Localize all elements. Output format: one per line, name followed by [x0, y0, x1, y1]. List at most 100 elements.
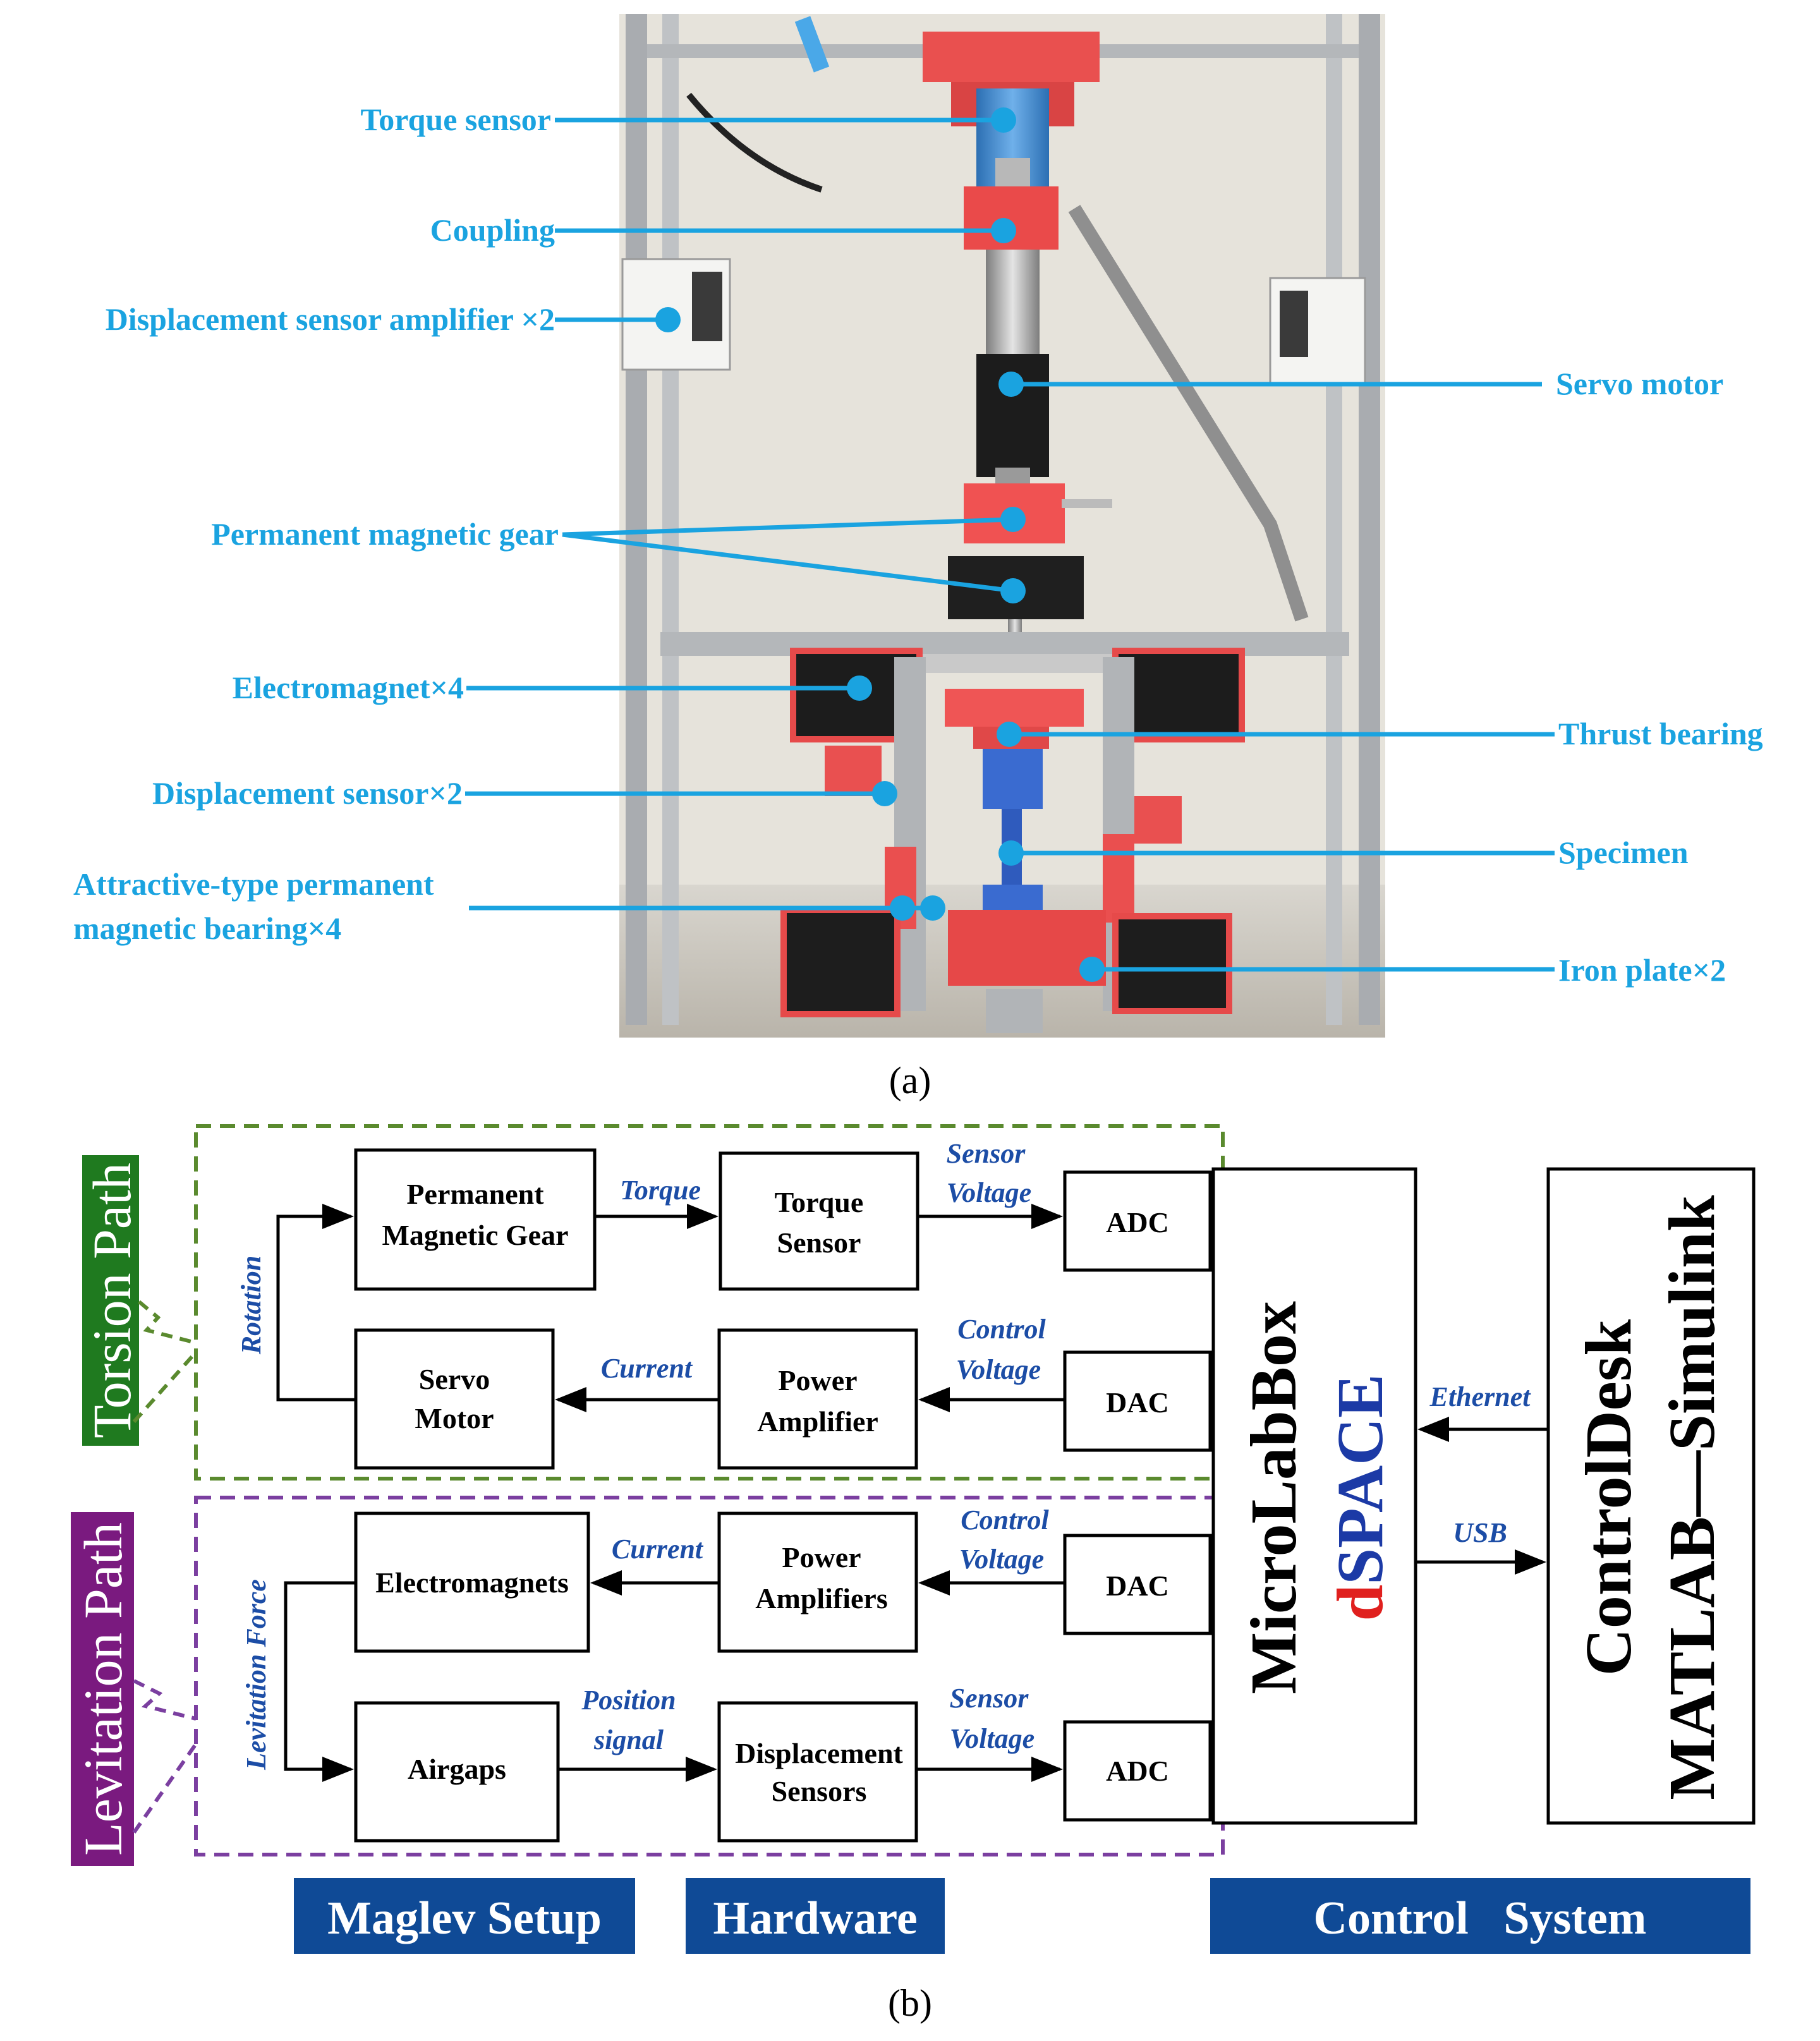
leader-gear-upper [562, 517, 1014, 537]
matlab-simulink-label: MATLAB—Simulink [1656, 1195, 1728, 1800]
signal-levitation-force: Levitation Force [241, 1579, 272, 1771]
signal-sensor-voltage-bottom-2: Voltage [950, 1723, 1034, 1754]
dot-magnetic-bearing-2 [920, 895, 945, 921]
diagram-arrows [276, 1204, 1548, 1782]
frame-post-right-inner [1326, 14, 1342, 1025]
torque-sensor-line2: Sensor [777, 1226, 861, 1259]
label-magnetic-bearing-line1: Attractive-type permanent [73, 866, 434, 902]
label-specimen: Specimen [1558, 835, 1689, 870]
signal-labels: Torque Sensor Voltage Rotation Current C… [236, 1138, 1531, 1771]
power-amplifiers-block [717, 1511, 918, 1653]
signal-control-voltage-top-1: Control [957, 1314, 1046, 1345]
specimen-grip-top [983, 749, 1043, 809]
dot-torque-sensor [991, 107, 1016, 133]
label-displacement-amplifier: Displacement sensor amplifier ×2 [106, 301, 555, 337]
electromagnet-right [1112, 648, 1245, 742]
adc-top-label: ADC [1106, 1206, 1169, 1239]
dspace-rest: SPACE [1324, 1374, 1397, 1584]
torque-sensor-label [995, 158, 1030, 186]
displacement-sensors-line1: Displacement [735, 1737, 903, 1769]
torque-sensor-line1: Torque [775, 1186, 864, 1218]
levitation-label-bg [71, 1512, 134, 1866]
label-magnetic-bearing-line2: magnetic bearing×4 [73, 911, 341, 946]
dac-top-block [1063, 1350, 1212, 1452]
electromagnets-label: Electromagnets [375, 1566, 569, 1599]
blue-tape [794, 16, 830, 73]
label-torque-sensor: Torque sensor [361, 102, 551, 137]
signal-position-1: Position [581, 1685, 676, 1716]
band-control: Control System [1314, 1893, 1647, 1944]
iron-plate-right [1112, 913, 1232, 1014]
callout-labels: Torque sensor Coupling Displacement sens… [73, 102, 1763, 988]
microlabbox-block [1211, 1167, 1417, 1825]
arrow-rotation [276, 1204, 356, 1402]
band-hardware-bg [686, 1878, 945, 1954]
caption-b: (b) [888, 1982, 932, 2024]
airgaps-label: Airgaps [408, 1753, 506, 1785]
frame-post-left-outer [626, 14, 647, 1025]
pmg-line1: Permanent [406, 1178, 544, 1210]
power-amplifiers-line1: Power [782, 1541, 861, 1573]
thrust-bearing-body [945, 689, 1084, 727]
levitation-connector [133, 1679, 197, 1721]
levitation-path-label: Levitation Path [73, 1522, 133, 1856]
signal-sensor-voltage-top-2: Voltage [947, 1177, 1031, 1208]
top-mount [923, 32, 1100, 82]
torque-sensor-block [719, 1151, 919, 1291]
controldesk-label: ControlDesk [1572, 1319, 1645, 1676]
signal-control-voltage-bottom-2: Voltage [959, 1544, 1044, 1575]
dac-bottom-block [1063, 1534, 1212, 1635]
dac-bottom-label: DAC [1106, 1570, 1169, 1602]
pmg-block [354, 1148, 597, 1291]
frame-post-left-inner [662, 14, 679, 1025]
callout-dots [655, 107, 1105, 982]
gear-upper-pin [1062, 499, 1112, 508]
arrow-levitation-force [284, 1581, 356, 1782]
electromagnets-block [354, 1511, 590, 1653]
signal-control-voltage-top-2: Voltage [956, 1354, 1041, 1385]
label-thrust-bearing: Thrust bearing [1558, 716, 1763, 751]
label-permanent-magnetic-gear: Permanent magnetic gear [211, 516, 559, 552]
diagram-blocks [354, 1148, 1756, 1843]
label-electromagnet: Electromagnet×4 [233, 670, 464, 705]
power-amplifier-line2: Amplifier [757, 1405, 878, 1438]
dot-iron-plate [1079, 957, 1105, 982]
microlabbox-label: MicroLabBox [1237, 1301, 1310, 1694]
displacement-sensor-left [825, 746, 882, 796]
pm-bearing-right [1103, 834, 1134, 923]
dot-coupling [991, 218, 1016, 243]
servo-motor-block [354, 1328, 555, 1470]
base-block [948, 910, 1106, 986]
displacement-sensor-right [1131, 796, 1182, 844]
leader-gear-lower [562, 532, 1014, 593]
label-coupling: Coupling [430, 212, 555, 248]
amplifier-display-right [1280, 291, 1308, 357]
electromagnet-bridge [923, 654, 1112, 673]
servo-motor-flange [995, 468, 1030, 483]
servo-motor-line1: Servo [419, 1363, 490, 1395]
torsion-path-label: Torsion Path [82, 1163, 142, 1438]
label-servo-motor: Servo motor [1556, 366, 1723, 401]
dspace-label: dSPACE [1324, 1374, 1397, 1621]
iron-plate-left [780, 907, 901, 1017]
dac-top-label: DAC [1106, 1386, 1169, 1419]
power-amplifiers-line2: Amplifiers [755, 1582, 888, 1614]
label-iron-plate: Iron plate×2 [1558, 952, 1726, 988]
signal-sensor-voltage-bottom-1: Sensor [950, 1683, 1029, 1714]
block-labels: Permanent Magnetic Gear Torque Sensor AD… [375, 1178, 1169, 1807]
caption-a: (a) [889, 1060, 931, 1101]
pmg-line2: Magnetic Gear [382, 1219, 568, 1251]
dot-thrust-bearing [997, 722, 1022, 747]
callout-lines [465, 118, 1555, 972]
signal-control-voltage-bottom-1: Control [961, 1505, 1049, 1535]
power-amplifier-line1: Power [778, 1364, 857, 1396]
band-maglev-bg [294, 1878, 635, 1954]
signal-usb: USB [1453, 1517, 1507, 1548]
label-displacement-sensor: Displacement sensor×2 [152, 775, 463, 811]
signal-torque: Torque [620, 1175, 701, 1206]
displacement-sensors-block [717, 1701, 918, 1843]
airgaps-block [354, 1701, 560, 1843]
dot-electromagnet [847, 675, 872, 701]
